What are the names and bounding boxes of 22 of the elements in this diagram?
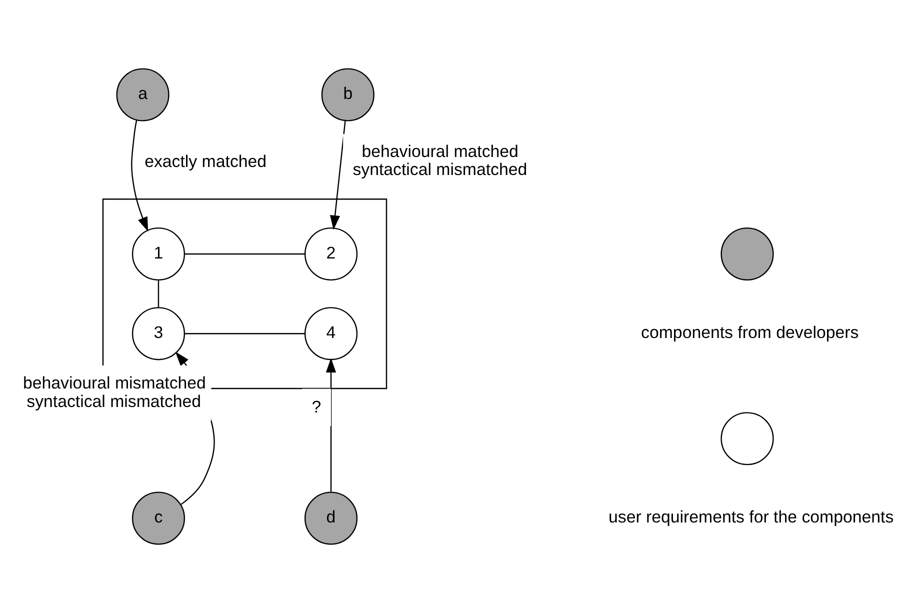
node-circle: 1 xyxy=(132,226,186,280)
connector xyxy=(158,280,160,308)
node-circle: b xyxy=(321,68,374,121)
edge-label: behavioural matched syntactical mismatched xyxy=(352,142,528,179)
node-label: components from developers xyxy=(641,322,859,342)
node-circle: 3 xyxy=(132,306,186,360)
edge-label: behavioural mismatched syntactical mismatched xyxy=(23,373,206,410)
node-circle: 2 xyxy=(304,226,358,280)
connector xyxy=(184,332,305,334)
node-circle: a xyxy=(116,68,170,121)
arrow xyxy=(330,120,346,230)
node-circle xyxy=(720,226,774,280)
node-circle: d xyxy=(304,491,358,544)
node-label: user requirements for the components xyxy=(608,507,894,526)
edge-label: exactly matched xyxy=(144,151,267,170)
connector xyxy=(184,252,305,254)
arrow xyxy=(326,357,336,492)
node-circle: 4 xyxy=(304,306,358,360)
edge-label: ? xyxy=(312,396,322,416)
arrow xyxy=(131,119,148,232)
node-circle xyxy=(720,412,774,465)
node-circle: c xyxy=(132,491,186,544)
